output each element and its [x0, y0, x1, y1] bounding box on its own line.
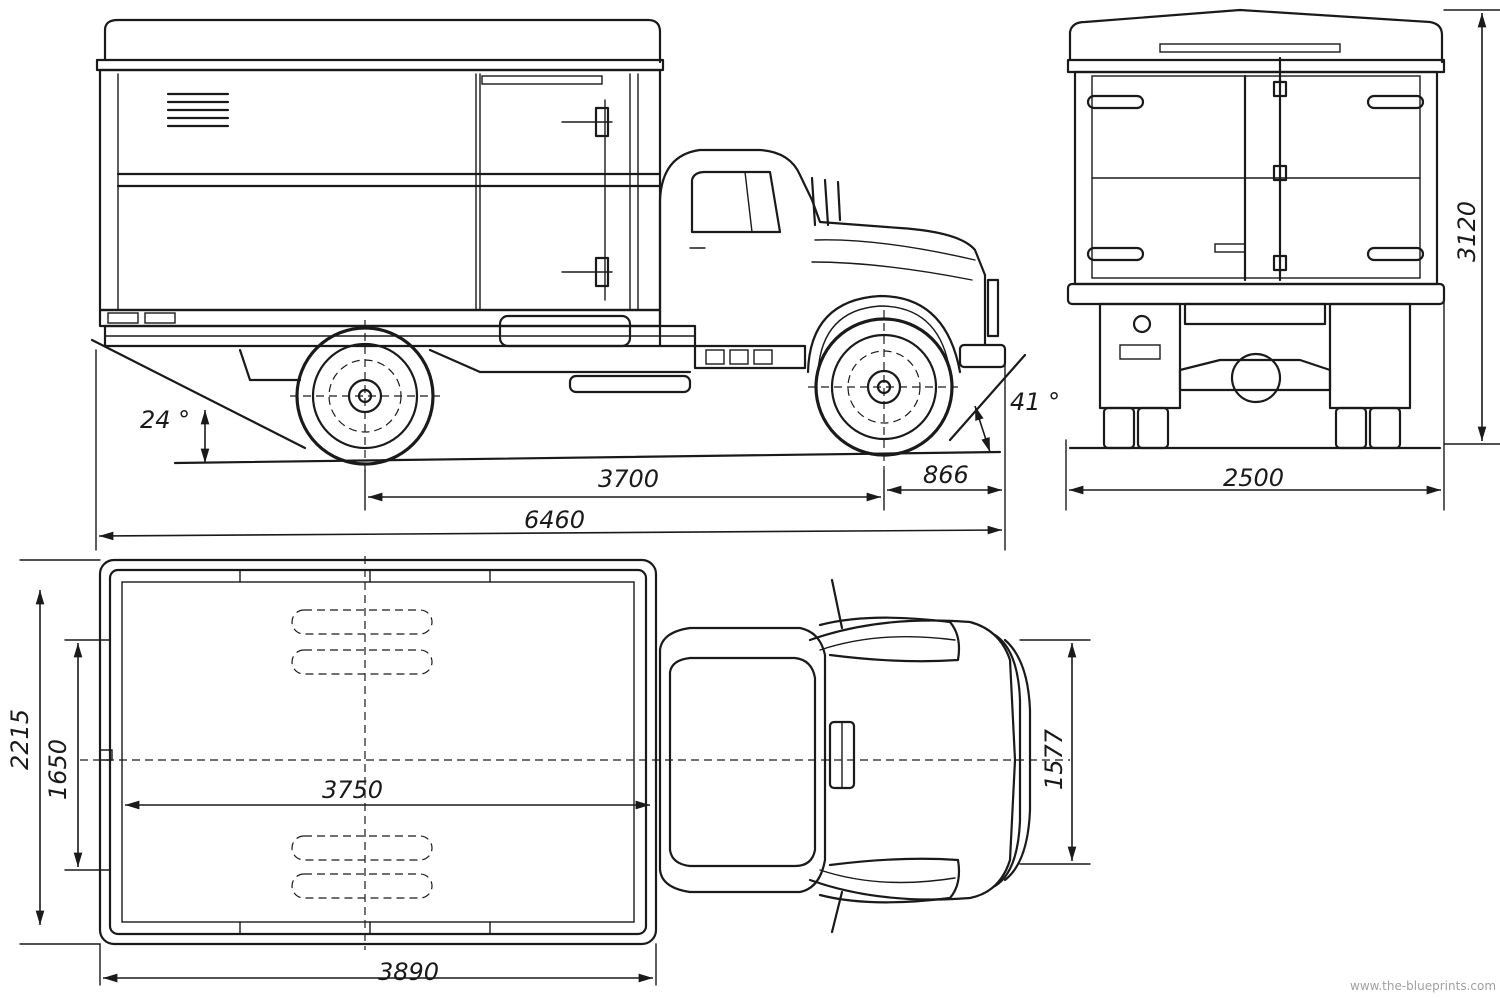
chassis-frame-side	[103, 314, 807, 394]
front-wheel	[808, 310, 958, 470]
cab-side	[658, 148, 1007, 374]
approach-angle-arc	[974, 405, 991, 453]
height-label: 3120	[1453, 201, 1481, 262]
rear-view: 2500 3120	[1065, 8, 1500, 511]
rear-wheel	[290, 320, 440, 472]
approach-angle-line	[948, 353, 1027, 442]
rear-dual-wheels	[1102, 406, 1402, 450]
cab-top	[658, 578, 1032, 934]
rear-door-hinge	[1086, 94, 1425, 262]
ground-line	[173, 450, 1002, 465]
hidden-rear-wheels-top	[291, 609, 433, 899]
front-track-label: 1577	[1040, 728, 1068, 790]
body-length-label: 3890	[378, 958, 439, 986]
vent-grille	[166, 92, 230, 128]
body-track-label: 1650	[44, 739, 72, 800]
top-view: 3750 3890 2215 1650 1577	[6, 556, 1091, 986]
wheelbase-label: 3700	[598, 465, 659, 493]
overall-width-label: 2215	[6, 709, 34, 770]
approach-angle-label: 41 °	[1010, 388, 1060, 416]
departure-angle-line	[90, 338, 307, 450]
rear-width-label: 2500	[1223, 464, 1284, 492]
inner-length-label: 3750	[322, 776, 383, 804]
door-hinge	[561, 99, 613, 301]
cargo-box-top	[98, 558, 658, 946]
side-view: 3700 866 6460 24 ° 41 °	[90, 18, 1060, 551]
watermark: www.the-blueprints.com	[1350, 979, 1496, 993]
front-overhang-label: 866	[923, 461, 969, 489]
overall-length-label: 6460	[524, 506, 585, 534]
overall-length-dim-line	[98, 525, 1003, 541]
cargo-box-side	[95, 18, 665, 328]
departure-angle-label: 24 °	[140, 406, 190, 434]
